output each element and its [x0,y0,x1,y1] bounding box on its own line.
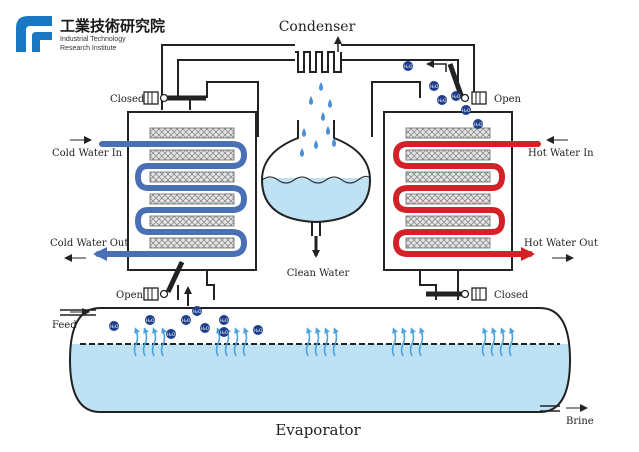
left-adsorbent-beds [149,127,235,249]
h2o-molecule-label: H₂O [254,328,263,334]
cold-water-out: Cold Water Out [50,238,128,262]
valve-left-bottom-label: Open [116,290,144,301]
right-adsorber-chamber [383,111,541,271]
valve-left-bottom: Open [116,260,185,301]
h2o-molecule-label: H₂O [182,318,191,324]
h2o-molecule-label: H₂O [430,84,439,90]
vapor-arrow [160,327,167,357]
valve-right-top: Open [447,63,522,105]
vapor-arrow [314,327,321,357]
h2o-molecule-label: H₂O [201,326,210,332]
vapor-arrow [391,327,398,357]
h2o-molecule-icon [192,306,202,316]
brine-label: Brine [566,416,594,427]
h2o-molecule-icon [219,315,229,325]
condensate-droplets [300,82,336,157]
feed-inlet: Feed [52,308,96,331]
vapor-arrow [151,327,158,357]
left-adsorber-chamber [93,111,257,271]
hot-water-out-label: Hot Water Out [524,238,598,249]
h2o-molecule-label: H₂O [220,318,229,324]
h2o-molecule-icon [145,315,155,325]
condensate-flask: Clean Water [260,120,372,279]
cold-water-in-label: Cold Water In [52,148,123,159]
h2o-molecule-label: H₂O [146,318,155,324]
h2o-molecule-icon [200,323,210,333]
h2o-molecule-label: H₂O [404,64,413,70]
h2o-molecule-label: H₂O [193,309,202,315]
valve-right-bottom: Closed [426,287,529,301]
vapor-rising-arrows [133,327,515,357]
h2o-molecule-icon [461,105,471,115]
org-name-en-line2: Research Institute [60,45,117,52]
vapor-arrow [305,327,312,357]
h2o-molecule-icon [109,321,119,331]
h2o-molecule-label: H₂O [462,108,471,114]
vapor-arrow [133,327,140,357]
hot-water-in-label: Hot Water In [528,148,594,159]
h2o-molecule-label: H₂O [220,330,229,336]
h2o-molecule-icon [451,91,461,101]
evaporator-label: Evaporator [275,421,361,439]
h2o-molecule-icon [437,95,447,105]
itri-logo: 工業技術研究院 Industrial Technology Research I… [16,16,165,52]
h2o-molecule-label: H₂O [474,122,483,128]
valve-left-top-label: Closed [110,94,145,105]
h2o-molecule-label: H₂O [452,94,461,100]
valve-right-bottom-label: Closed [494,290,529,301]
condenser-label: Condenser [279,19,356,35]
h2o-molecule-icon [181,315,191,325]
cold-water-loop [93,141,248,261]
vapor-arrow [490,327,497,357]
vapor-arrow [418,327,425,357]
vapor-arrow [215,327,222,357]
itri-logo-mark [16,16,52,52]
vapor-arrow [242,327,249,357]
valve-right-top-label: Open [494,94,522,105]
condenser-coil: Condenser [279,19,356,73]
vapor-arrow [481,327,488,357]
vapor-arrow [400,327,407,357]
h2o-molecule-icon [253,325,263,335]
hot-water-loop [392,141,541,261]
h2o-molecule-label: H₂O [438,98,447,104]
cold-water-out-label: Cold Water Out [50,238,128,249]
hot-water-out: Hot Water Out [524,238,598,262]
brine-outlet: Brine [540,404,594,427]
org-name-zh: 工業技術研究院 [60,17,165,35]
feed-label: Feed [52,320,77,331]
vapor-arrow [499,327,506,357]
vapor-arrow [409,327,416,357]
h2o-molecule-icon [429,81,439,91]
h2o-molecule-icon [403,61,413,71]
vapor-arrow [508,327,515,357]
hot-water-in: Hot Water In [528,136,594,159]
vapor-arrow [332,327,339,357]
vapor-arrow [233,327,240,357]
h2o-molecule-icon [473,119,483,129]
valve-left-top: Closed [110,91,206,105]
org-name-en-line1: Industrial Technology [60,36,126,43]
cold-water-in: Cold Water In [52,136,123,159]
h2o-molecule-label: H₂O [167,332,176,338]
vapor-arrow [323,327,330,357]
h2o-molecule-label: H₂O [110,324,119,330]
vapor-flow-arrow-right [426,60,447,72]
evaporator-tank: Evaporator [68,307,572,439]
right-adsorbent-beds [405,127,491,249]
h2o-molecule-icon [219,327,229,337]
clean-water-label: Clean Water [287,268,350,279]
h2o-molecule-icon [166,329,176,339]
vapor-arrow [142,327,149,357]
